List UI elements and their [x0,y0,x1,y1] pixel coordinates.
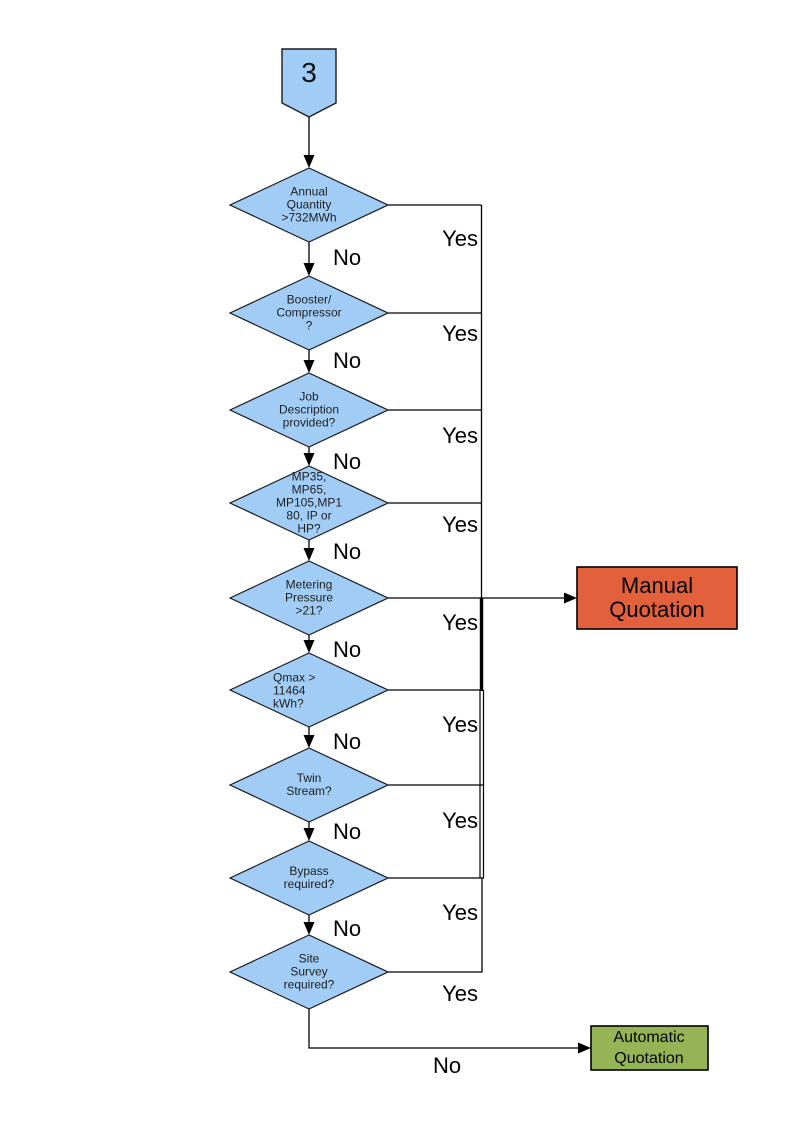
yes-label-1: Yes [442,226,478,251]
arrowhead-into-d4 [303,453,315,466]
no-label-6: No [332,729,362,754]
arrowhead-into-d7 [303,735,315,748]
decision-label-pressure-tier: MP35, MP65, MP105,MP1 80, IP or HP? [275,469,343,536]
diamond-site-survey [228,934,390,1010]
diamond-booster-compressor [228,275,390,351]
decision-label-booster-compressor: Booster/ Compressor ? [276,292,342,333]
diamond-pressure-tier [228,465,390,541]
arrowhead-into-d8 [303,828,315,841]
automatic-quotation-label: Automatic Quotation [613,1029,685,1067]
manual-quotation-box [576,566,738,630]
diamond-twin-stream [228,747,390,823]
diamond-bypass [228,840,390,916]
automatic-quotation-box [590,1025,709,1071]
edge-no-9-to-automatic [308,1009,578,1049]
arrowhead-into-manual [564,592,577,604]
manual-quotation-label: Manual Quotation [609,573,705,622]
yes-label-7: Yes [442,808,478,833]
arrowhead-into-d1 [303,155,315,168]
no-label-7: No [332,819,362,844]
yes-label-8: Yes [442,900,478,925]
no-label-8: No [332,916,362,941]
decision-label-annual-quantity: Annual Quantity >732MWh [281,184,337,225]
offpage-connector-label: 3 [301,57,317,88]
arrowhead-into-d6 [303,640,315,653]
decision-label-job-description: Job Description provided? [278,389,340,430]
no-label-4: No [332,539,362,564]
yes-label-3: Yes [442,423,478,448]
arrowhead-into-d9 [303,922,315,935]
connector-lines [308,117,578,1049]
decision-label-metering-pressure: Metering Pressure >21? [284,577,334,618]
diamond-job-description [228,372,390,448]
decision-diamonds [228,167,390,1010]
no-label-5: No [332,637,362,662]
decision-label-site-survey: Site Survey required? [283,951,335,992]
yes-label-4: Yes [442,512,478,537]
decision-label-bypass: Bypass required? [283,864,335,891]
arrowheads [303,155,591,1054]
decision-label-twin-stream: Twin Stream? [286,771,332,798]
no-label-2: No [332,348,362,373]
no-label-1: No [332,245,362,270]
yes-label-6: Yes [442,712,478,737]
arrowhead-into-d3 [303,360,315,373]
diamond-annual-quantity [228,167,390,243]
yes-label-2: Yes [442,321,478,346]
decision-label-qmax: Qmax > 11464 kWh? [273,670,316,711]
no-label-3: No [332,449,362,474]
diamond-qmax [228,652,390,728]
diamond-metering-pressure [228,560,390,636]
yes-label-9: Yes [442,981,478,1006]
no-label-9: No [432,1053,462,1078]
offpage-connector-shape [281,48,337,118]
arrowhead-into-d5 [303,548,315,561]
arrowhead-into-d2 [303,263,315,276]
arrowhead-into-automatic [578,1042,591,1054]
yes-label-5: Yes [442,610,478,635]
